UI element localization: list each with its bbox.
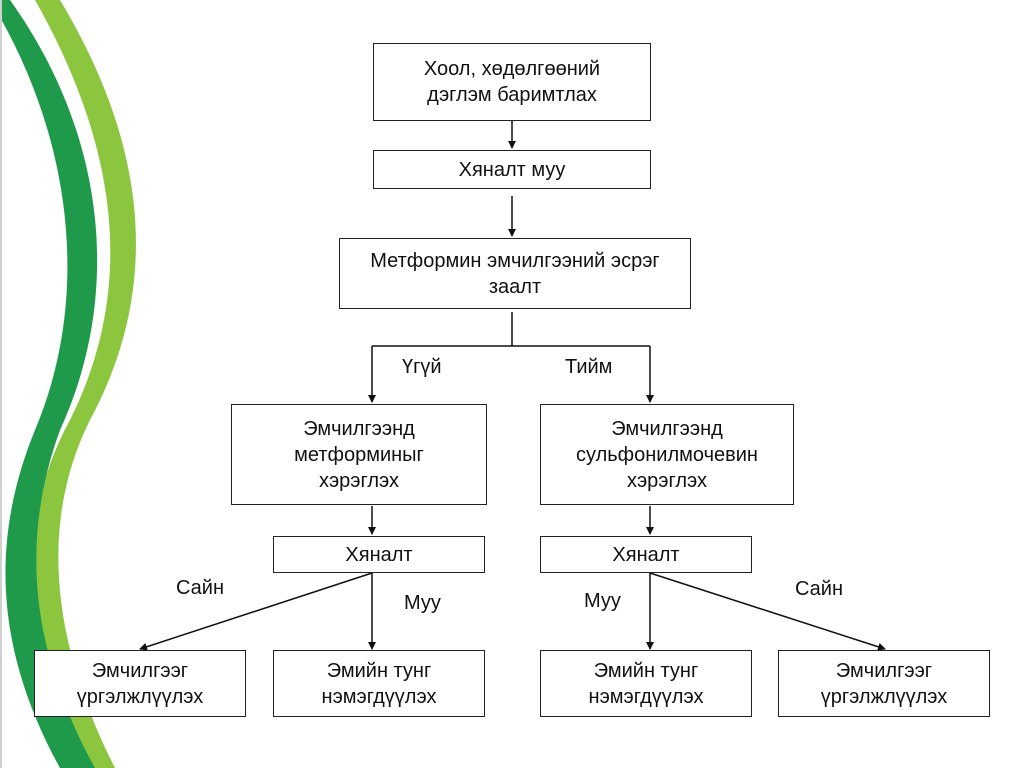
- node-continue-left: Эмчилгээг үргэлжлүүлэх: [34, 650, 246, 717]
- node-use-metformin: Эмчилгээнд метформиныг хэрэглэх: [231, 404, 487, 505]
- light-green-swoosh: [32, 0, 136, 768]
- node-diet: Хоол, хөдөлгөөний дэглэм баримтлах: [373, 43, 651, 121]
- node-increase-right: Эмийн тунг нэмэгдүүлэх: [540, 650, 752, 717]
- dark-green-swoosh: [0, 0, 98, 768]
- edge-label-no: Үгүй: [402, 356, 442, 378]
- node-control-poor: Хяналт муу: [373, 150, 651, 189]
- arrow-control-left-good: [139, 572, 373, 651]
- edge-label-bad-right: Муу: [584, 590, 621, 612]
- node-continue-right: Эмчилгээг үргэлжлүүлэх: [778, 650, 990, 717]
- node-control-right: Хяналт: [540, 536, 752, 573]
- node-increase-left: Эмийн тунг нэмэгдүүлэх: [273, 650, 485, 717]
- edge-label-yes: Тийм: [565, 356, 613, 378]
- node-control-left: Хяналт: [273, 536, 485, 573]
- node-use-sulfonylurea: Эмчилгээнд сульфонилмочевин хэрэглэх: [540, 404, 794, 505]
- arrow-control-right-good: [649, 572, 886, 651]
- edge-label-good-left: Сайн: [176, 577, 225, 599]
- slide-edge: [0, 0, 2, 768]
- node-metformin-contraindication: Метформин эмчилгээний эсрэг заалт: [339, 238, 691, 309]
- edge-label-good-right: Сайн: [795, 578, 844, 600]
- edge-label-bad-left: Муу: [404, 592, 441, 614]
